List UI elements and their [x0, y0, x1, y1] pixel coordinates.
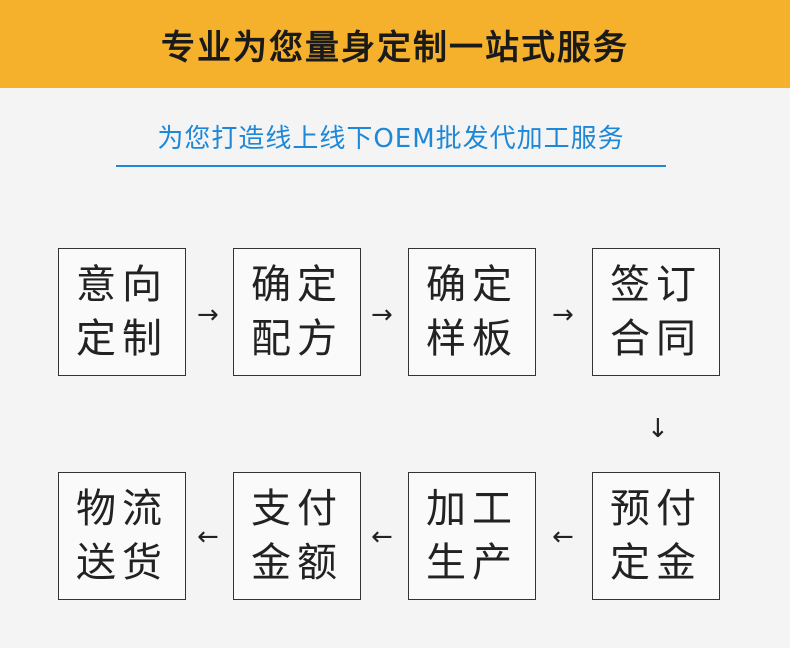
step-confirm-sample: 确定 样板: [408, 248, 536, 376]
step-label-line1: 签订: [610, 262, 702, 308]
step-intent-customization: 意向 定制: [58, 248, 186, 376]
step-pay-balance: 支付 金额: [233, 472, 361, 600]
arrow-right-icon: →: [197, 300, 219, 330]
subtitle: 为您打造线上线下OEM批发代加工服务: [157, 124, 625, 154]
step-label-line2: 定金: [610, 540, 702, 586]
step-label-line2: 合同: [610, 316, 702, 362]
arrow-left-icon: ←: [552, 522, 574, 552]
step-label-line1: 支付: [251, 486, 343, 532]
step-label-line2: 送货: [76, 540, 168, 586]
step-label-line2: 定制: [76, 316, 168, 362]
step-label-line1: 确定: [251, 262, 343, 308]
arrow-left-icon: ←: [197, 522, 219, 552]
step-label-line1: 确定: [426, 262, 518, 308]
step-label-line2: 样板: [426, 316, 518, 362]
step-label-line1: 加工: [426, 486, 518, 532]
step-prepay-deposit: 预付 定金: [592, 472, 720, 600]
step-label-line1: 预付: [610, 486, 702, 532]
arrow-left-icon: ←: [371, 522, 393, 552]
subtitle-block: 为您打造线上线下OEM批发代加工服务: [116, 118, 666, 167]
arrow-right-icon: →: [371, 300, 393, 330]
step-sign-contract: 签订 合同: [592, 248, 720, 376]
step-label-line1: 意向: [76, 262, 168, 308]
header-title: 专业为您量身定制一站式服务: [161, 27, 629, 68]
arrow-down-icon: ↓: [647, 414, 669, 444]
step-logistics-delivery: 物流 送货: [58, 472, 186, 600]
step-label-line2: 配方: [251, 316, 343, 362]
step-label-line1: 物流: [76, 486, 168, 532]
header-banner: 专业为您量身定制一站式服务: [0, 0, 790, 88]
arrow-right-icon: →: [552, 300, 574, 330]
step-confirm-formula: 确定 配方: [233, 248, 361, 376]
step-label-line2: 生产: [426, 540, 518, 586]
step-processing-production: 加工 生产: [408, 472, 536, 600]
step-label-line2: 金额: [251, 540, 343, 586]
